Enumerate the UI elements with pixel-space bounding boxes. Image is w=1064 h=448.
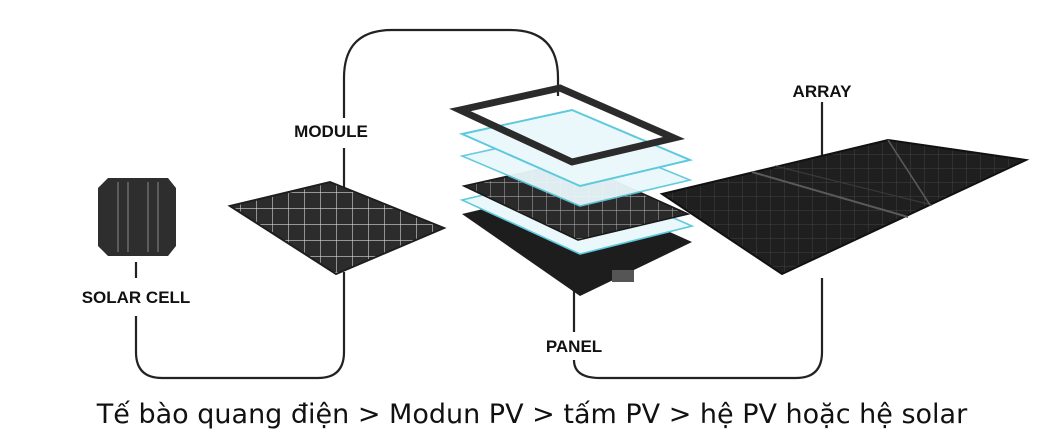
panel-glass-top: [458, 108, 694, 188]
label-array: ARRAY: [793, 82, 853, 101]
junction-box: [612, 270, 634, 282]
label-module: MODULE: [294, 122, 368, 141]
caption: Tế bào quang điện > Modun PV > tấm PV > …: [96, 399, 968, 430]
label-panel: PANEL: [546, 337, 602, 356]
module-icon: [227, 180, 447, 276]
panel-exploded-icon: [449, 84, 695, 296]
array-icon: [659, 138, 1030, 276]
connector-panel-to-array: [572, 278, 824, 380]
panel-frame: [449, 84, 686, 166]
solar-cell-icon: [98, 178, 176, 256]
connector-cell-to-module: [134, 262, 346, 380]
label-solar-cell: SOLAR CELL: [82, 288, 191, 307]
